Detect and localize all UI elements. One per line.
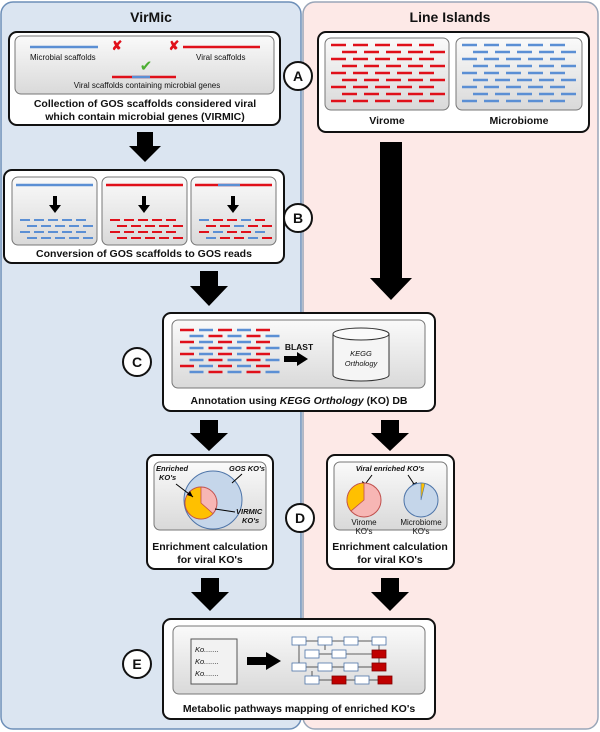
arrow-down	[190, 271, 228, 306]
svg-text:E: E	[132, 656, 141, 672]
enriched-label-1: Enriched	[156, 464, 189, 473]
enzyme-node	[343, 662, 359, 672]
virome-kos-label-2: KO's	[355, 527, 372, 536]
enriched-label-2: KO's	[159, 473, 176, 482]
enzyme-node	[354, 675, 370, 685]
enzyme-node	[371, 636, 387, 646]
viral-enriched-label: Viral enriched KO's	[356, 464, 425, 473]
step-b-marker: B	[283, 203, 313, 233]
virome-label: Virome	[369, 115, 405, 127]
box-c: BLAST KEGG Orthology Annotation using KE…	[162, 312, 436, 412]
pathway-map	[291, 636, 393, 685]
box-e: Ko....... Ko....... Ko....... Metabolic …	[162, 618, 436, 720]
ko-list-box	[190, 638, 238, 685]
ko-list-item: Ko.......	[195, 645, 219, 654]
enzyme-node	[343, 636, 359, 646]
box-a-caption-2: which contain microbial genes (VIRMIC)	[44, 111, 245, 123]
box-c-caption: Annotation using KEGG Orthology (KO) DB	[191, 395, 408, 407]
step-d-marker: D	[285, 503, 315, 533]
enriched-enzyme-node	[377, 675, 393, 685]
mapping-arrow	[247, 652, 281, 670]
red-x-icon: ✘	[169, 38, 180, 53]
kegg-database-icon	[332, 327, 390, 382]
svg-text:A: A	[293, 68, 303, 84]
arrow-down	[129, 132, 161, 162]
green-check-icon: ✔	[140, 57, 153, 75]
blast-label: BLAST	[285, 342, 314, 352]
virmic-label-1: VIRMIC	[236, 507, 263, 516]
enzyme-node	[317, 636, 333, 646]
box-d-right-caption-1: Enrichment calculation	[332, 541, 448, 553]
microbiome-enriched-sector	[420, 482, 426, 501]
viral-with-genes-label: Viral scaffolds containing microbial gen…	[74, 81, 220, 90]
enzyme-node	[331, 649, 347, 659]
svg-text:C: C	[132, 354, 142, 370]
box-b: Conversion of GOS scaffolds to GOS reads	[3, 169, 285, 264]
box-b-caption: Conversion of GOS scaffolds to GOS reads	[36, 248, 252, 260]
arrow-down	[371, 578, 409, 611]
microbiome-label: Microbiome	[490, 115, 549, 127]
box-d-right: Viral enriched KO's Virome KO's Microbio…	[326, 454, 455, 570]
box-d-right-caption-2: for viral KO's	[357, 554, 423, 566]
virome-reads	[331, 43, 445, 103]
arrow-down	[371, 420, 409, 451]
step-c-marker: C	[122, 347, 152, 377]
virome-kos-label-1: Virome	[351, 518, 377, 527]
ko-list-item: Ko.......	[195, 657, 219, 666]
box-d-left-caption-2: for viral KO's	[177, 554, 243, 566]
virome-enriched-sector	[346, 482, 365, 512]
gos-kos-label: GOS KO's	[229, 464, 265, 473]
enzyme-node	[317, 662, 333, 672]
microbiome-reads	[462, 43, 576, 103]
arrow-down	[370, 142, 412, 300]
step-a-marker: A	[283, 61, 313, 91]
enzyme-node	[291, 662, 307, 672]
kegg-label-1: KEGG	[350, 349, 372, 358]
red-x-icon: ✘	[112, 38, 123, 53]
arrow-down	[190, 420, 228, 451]
svg-text:D: D	[295, 510, 305, 526]
microbiome-kos-label-1: Microbiome	[400, 518, 442, 527]
box-a-right: Virome Microbiome	[317, 31, 590, 133]
enriched-enzyme-node	[371, 662, 387, 672]
svg-text:B: B	[293, 210, 303, 226]
virmic-title: VirMic	[130, 9, 172, 25]
box-a-caption-1: Collection of GOS scaffolds considered v…	[34, 98, 256, 110]
enzyme-node	[291, 636, 307, 646]
enriched-enzyme-node	[371, 649, 387, 659]
enriched-kos-sector	[184, 486, 214, 520]
viral-scaffolds-label: Viral scaffolds	[196, 53, 246, 62]
microbial-scaffolds-label: Microbial scaffolds	[30, 53, 96, 62]
box-e-caption: Metabolic pathways mapping of enriched K…	[183, 703, 416, 715]
kegg-label-2: Orthology	[345, 359, 379, 368]
step-e-marker: E	[122, 649, 152, 679]
box-a-left: ✘ Microbial scaffolds ✘ Viral scaffolds …	[8, 31, 281, 126]
enzyme-node	[304, 675, 320, 685]
ko-list-item: Ko.......	[195, 669, 219, 678]
enzyme-node	[304, 649, 320, 659]
virmic-label-2: KO's	[242, 516, 259, 525]
box-d-left: Enriched KO's GOS KO's VIRMIC KO's Enric…	[146, 454, 274, 570]
arrow-down	[191, 578, 229, 611]
enriched-enzyme-node	[331, 675, 347, 685]
microbiome-kos-label-2: KO's	[412, 527, 429, 536]
box-d-left-caption-1: Enrichment calculation	[152, 541, 268, 553]
blast-arrow	[284, 352, 308, 366]
line-islands-title: Line Islands	[410, 9, 491, 25]
